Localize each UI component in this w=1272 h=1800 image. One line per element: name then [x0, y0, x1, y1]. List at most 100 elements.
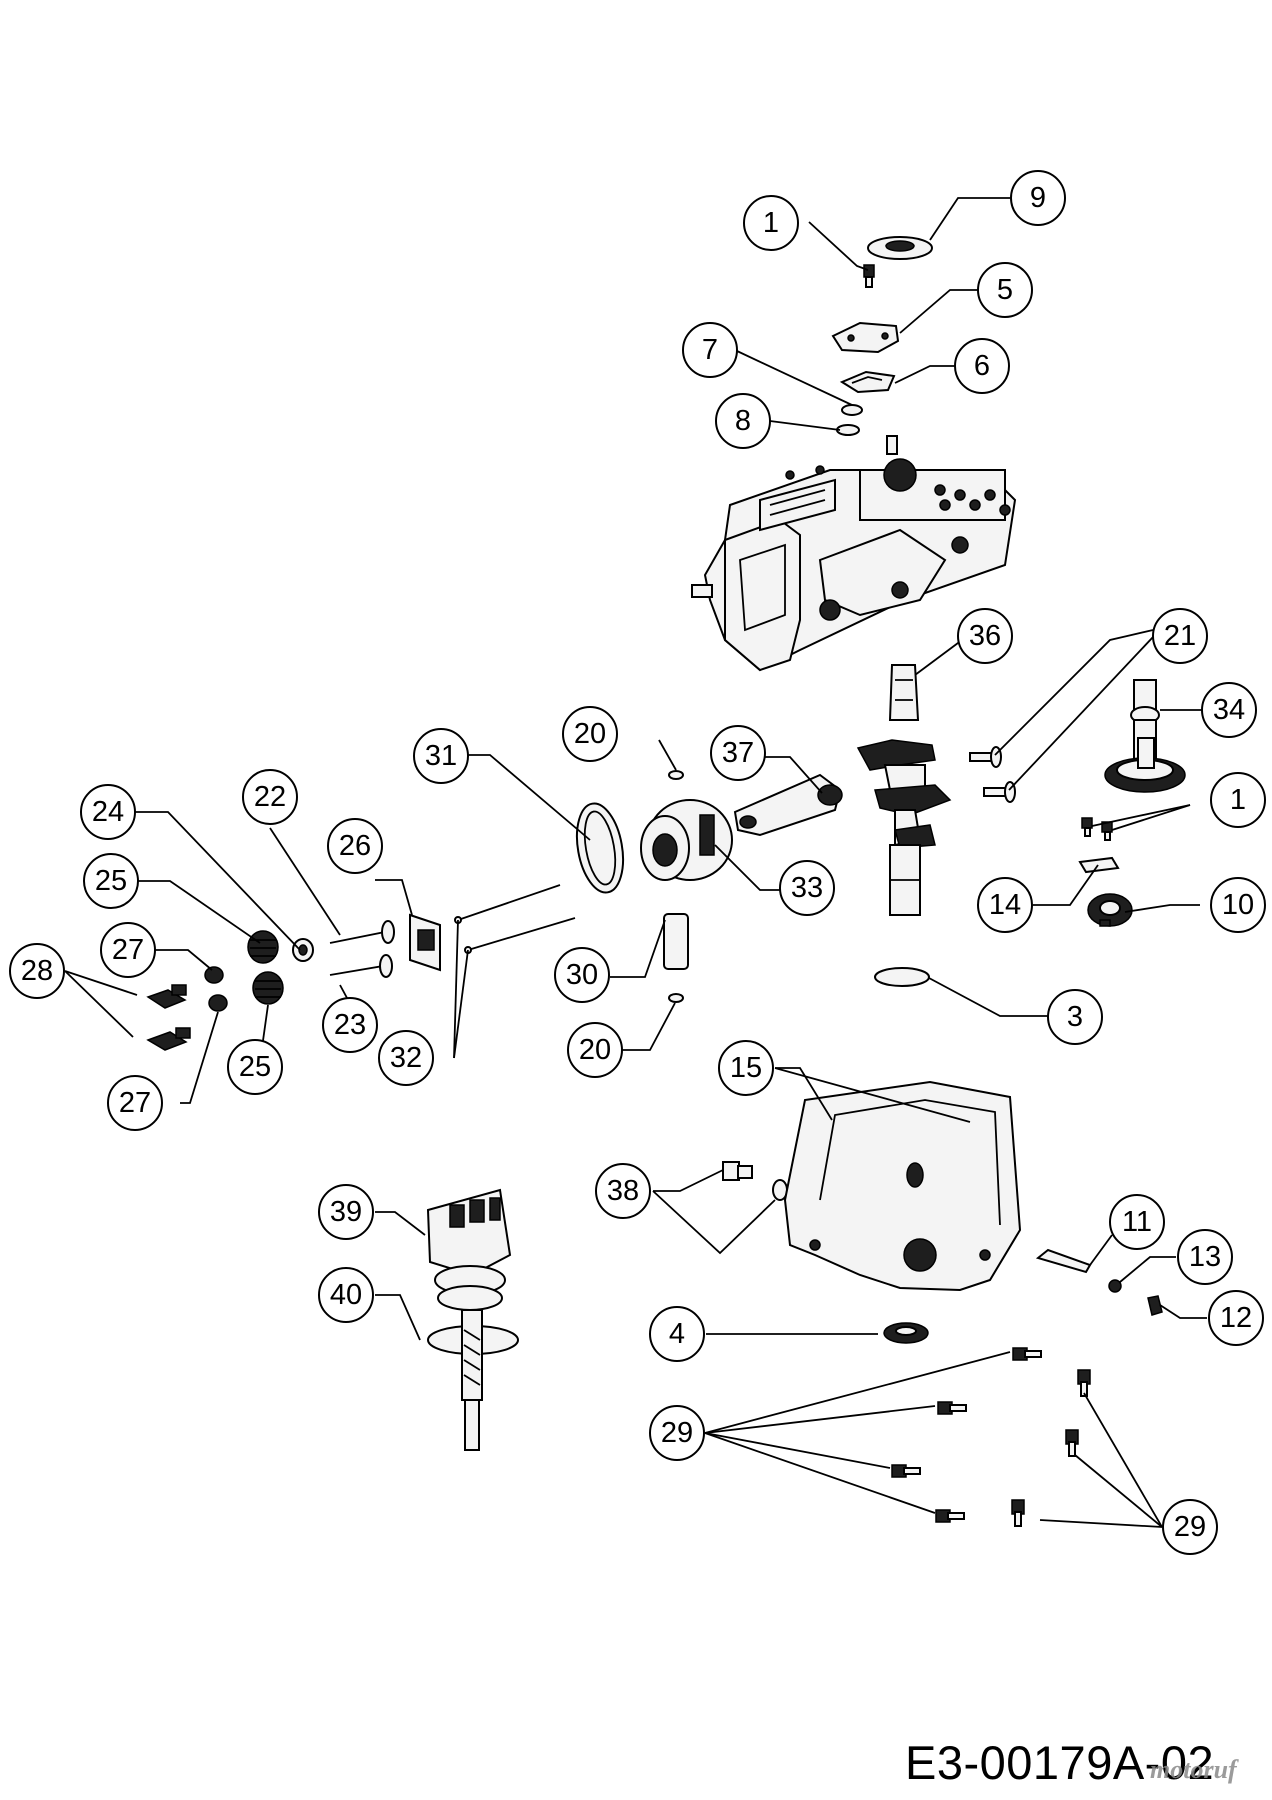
- drawing-reference-code: E3-00179A-02: [905, 1736, 1215, 1789]
- svg-text:9: 9: [1030, 182, 1046, 214]
- camshaft-part: [1104, 679, 1186, 793]
- svg-text:24: 24: [92, 796, 124, 828]
- svg-text:8: 8: [735, 405, 751, 437]
- svg-text:21: 21: [1164, 620, 1196, 652]
- thrust-washer-part: [874, 967, 930, 987]
- valve-pair-part: [329, 920, 395, 978]
- callout-1-top: 1: [743, 195, 799, 251]
- svg-text:36: 36: [969, 620, 1001, 652]
- callout-40: 40: [318, 1267, 374, 1323]
- svg-text:25: 25: [239, 1051, 271, 1083]
- piston-part: [640, 799, 733, 881]
- engine-block-part: [691, 435, 1017, 672]
- lifter-part: [969, 746, 1016, 803]
- callout-39: 39: [318, 1184, 374, 1240]
- svg-text:22: 22: [254, 781, 286, 813]
- svg-text:29: 29: [661, 1417, 693, 1449]
- callout-30: 30: [554, 947, 610, 1003]
- svg-text:7: 7: [702, 334, 718, 366]
- svg-text:1: 1: [1230, 784, 1246, 816]
- callout-25-upper: 25: [83, 853, 139, 909]
- valve-retainer-part: [292, 938, 314, 962]
- washer-part: [836, 424, 860, 436]
- callout-9: 9: [1010, 170, 1066, 226]
- bolt-pair-part: [1081, 817, 1113, 841]
- callout-11: 11: [1109, 1194, 1165, 1250]
- callout-24: 24: [80, 784, 136, 840]
- svg-text:37: 37: [722, 737, 754, 769]
- piston-pin-part: [663, 913, 689, 970]
- valve-guide-plate-part: [409, 913, 441, 972]
- svg-text:28: 28: [21, 955, 53, 987]
- svg-text:26: 26: [339, 830, 371, 862]
- svg-text:39: 39: [330, 1196, 362, 1228]
- svg-text:30: 30: [566, 959, 598, 991]
- callout-13: 13: [1177, 1229, 1233, 1285]
- svg-text:5: 5: [997, 274, 1013, 306]
- governor-gear-part: [1087, 893, 1133, 927]
- pushrod-pair-part: [454, 884, 576, 954]
- callout-14: 14: [977, 877, 1033, 933]
- svg-text:25: 25: [95, 865, 127, 897]
- callout-1-right: 1: [1210, 772, 1266, 828]
- callout-26: 26: [327, 818, 383, 874]
- callout-3: 3: [1047, 989, 1103, 1045]
- callout-12: 12: [1208, 1290, 1264, 1346]
- drain-plug-part: [722, 1161, 788, 1201]
- callout-34: 34: [1201, 682, 1257, 738]
- callout-20-upper: 20: [562, 706, 618, 762]
- svg-text:38: 38: [607, 1175, 639, 1207]
- leader-lines: [64, 197, 1207, 1528]
- callout-33: 33: [779, 860, 835, 916]
- callout-29-left: 29: [649, 1405, 705, 1461]
- callout-10: 10: [1210, 877, 1266, 933]
- svg-text:11: 11: [1122, 1206, 1152, 1238]
- callout-25-lower: 25: [227, 1039, 283, 1095]
- svg-text:27: 27: [112, 934, 144, 966]
- callout-38: 38: [595, 1163, 651, 1219]
- svg-text:40: 40: [330, 1279, 362, 1311]
- svg-text:32: 32: [390, 1042, 422, 1074]
- dipstick-part: [427, 1309, 519, 1451]
- callout-6: 6: [954, 338, 1010, 394]
- callout-27-upper: 27: [100, 922, 156, 978]
- plate-part: [1078, 856, 1120, 874]
- svg-text:3: 3: [1067, 1001, 1083, 1033]
- circlip-part: [668, 770, 684, 780]
- piston-ring-set-part: [575, 802, 625, 894]
- svg-text:6: 6: [974, 350, 990, 382]
- o-ring-part: [841, 404, 863, 416]
- gasket-part: [839, 370, 896, 394]
- callout-32: 32: [378, 1030, 434, 1086]
- callout-21: 21: [1152, 608, 1208, 664]
- svg-text:15: 15: [730, 1052, 762, 1084]
- svg-text:27: 27: [119, 1087, 151, 1119]
- callout-7: 7: [682, 322, 738, 378]
- connecting-rod-part: [733, 773, 843, 837]
- svg-text:14: 14: [989, 889, 1021, 921]
- crankcase-bolt-set-part: [891, 1347, 1091, 1527]
- callout-5: 5: [977, 262, 1033, 318]
- crankcase-seal-part: [883, 1322, 929, 1344]
- bolt-part: [863, 264, 875, 288]
- callout-23: 23: [322, 997, 378, 1053]
- svg-text:12: 12: [1220, 1302, 1252, 1334]
- governor-nut-part: [1108, 1279, 1122, 1293]
- callout-28: 28: [9, 943, 65, 999]
- svg-text:20: 20: [579, 1034, 611, 1066]
- rocker-arm-pair-part: [146, 984, 191, 1051]
- svg-text:23: 23: [334, 1009, 366, 1041]
- svg-text:20: 20: [574, 718, 606, 750]
- callout-4: 4: [649, 1306, 705, 1362]
- valve-spring-pair-part: [247, 930, 284, 1005]
- callout-8: 8: [715, 393, 771, 449]
- callout-29-right: 29: [1162, 1499, 1218, 1555]
- cover-plate-part: [831, 321, 900, 354]
- callout-15: 15: [718, 1040, 774, 1096]
- valve-cap-part: [204, 966, 224, 984]
- circlip-part: [668, 993, 684, 1003]
- crankshaft-part: [856, 664, 952, 916]
- watermark-logo: motoruf: [1150, 1755, 1237, 1784]
- svg-text:31: 31: [425, 740, 457, 772]
